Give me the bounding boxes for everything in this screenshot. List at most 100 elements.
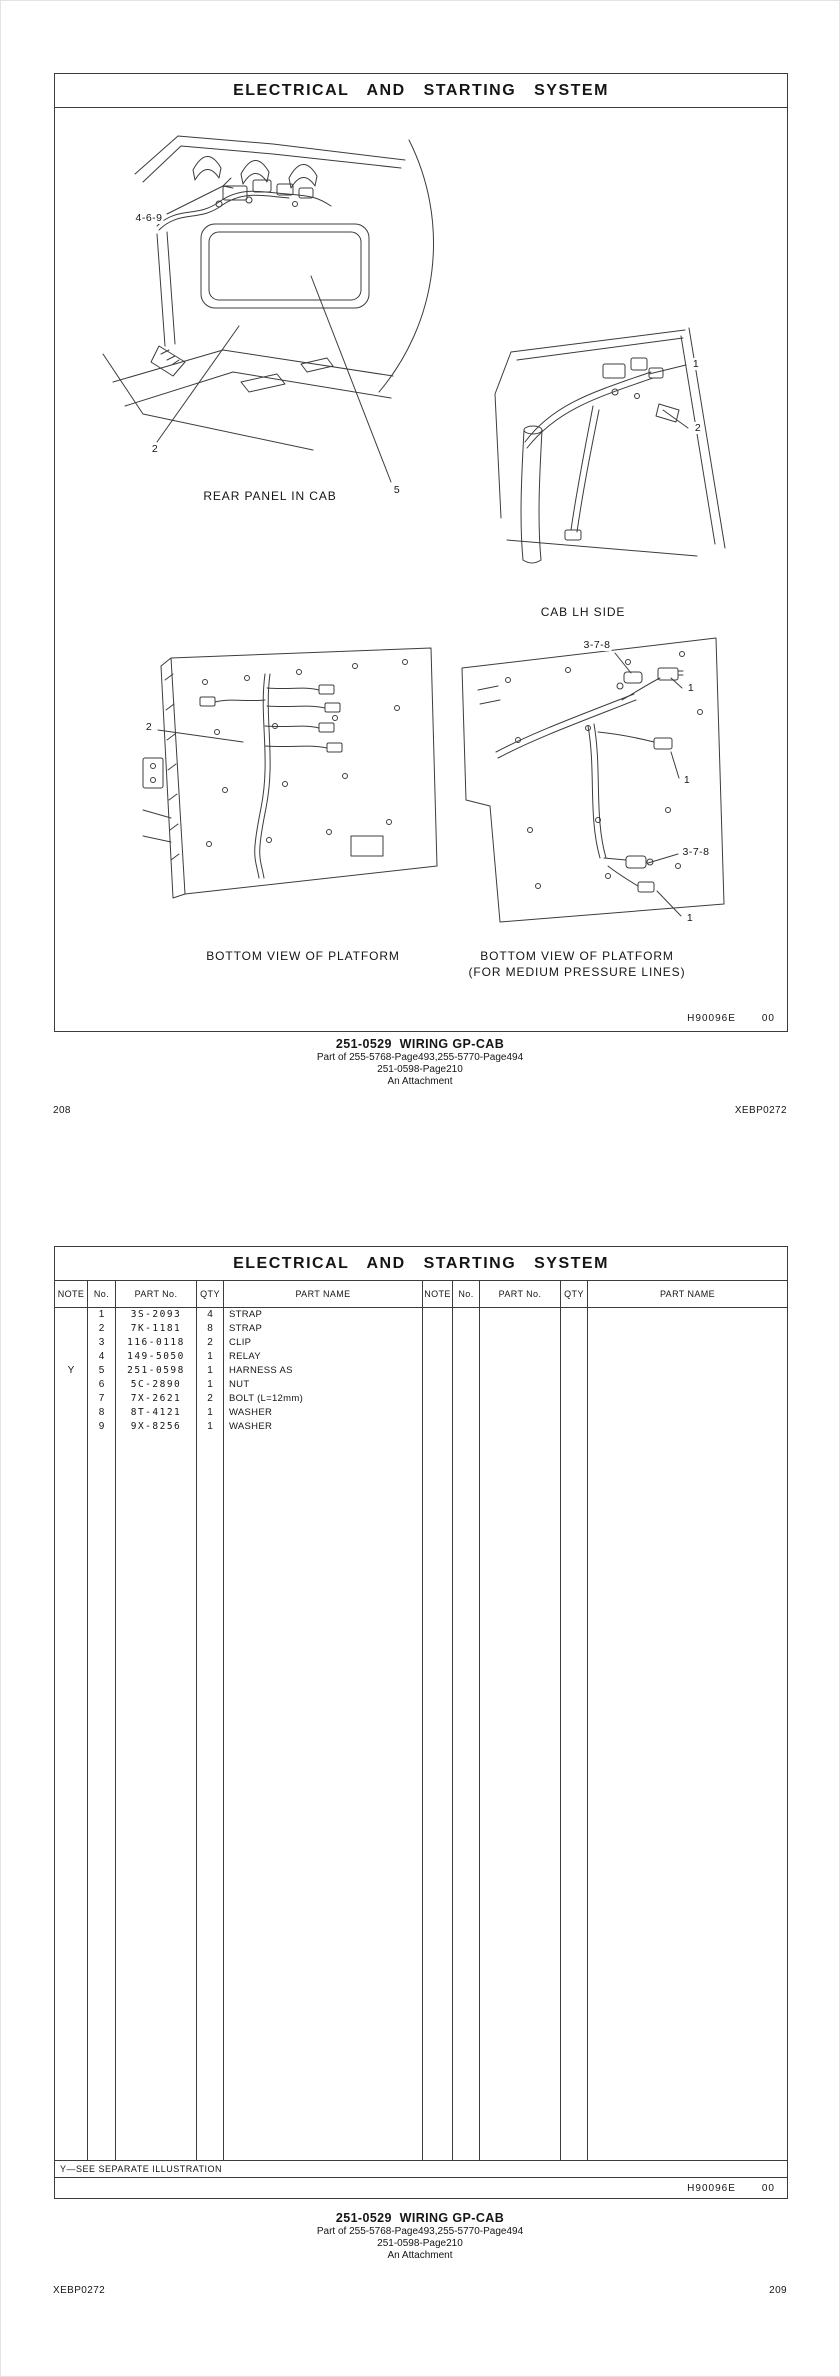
book-code: XEBP0272 bbox=[53, 2285, 106, 2296]
cell-note bbox=[55, 1308, 88, 1322]
empty-cell bbox=[561, 1350, 588, 1364]
empty-cell bbox=[480, 1322, 561, 1336]
cell-no: 2 bbox=[88, 1322, 116, 1336]
platform-bottom-illustration bbox=[142, 647, 438, 899]
empty-cell bbox=[197, 1434, 224, 2160]
callout-platform-2: 2 bbox=[144, 721, 154, 733]
empty-cell bbox=[453, 1364, 480, 1378]
empty-cell bbox=[453, 1434, 480, 2160]
caption-rear-panel: REAR PANEL IN CAB bbox=[203, 489, 337, 503]
cell-qty: 1 bbox=[197, 1420, 224, 1434]
table-filler bbox=[55, 1434, 787, 2160]
empty-cell bbox=[561, 1322, 588, 1336]
col-header-part-name-right: PART NAME bbox=[659, 1289, 716, 1299]
empty-cell bbox=[561, 1406, 588, 1420]
figure-subtitle-1: Part of 255-5768-Page493,255-5770-Page49… bbox=[316, 1052, 524, 1063]
cell-part-name: BOLT (L=12mm) bbox=[224, 1392, 423, 1406]
cell-part-name: WASHER bbox=[224, 1420, 423, 1434]
empty-cell bbox=[423, 1322, 453, 1336]
empty-cell bbox=[453, 1336, 480, 1350]
empty-cell bbox=[561, 1420, 588, 1434]
callout-rear-5: 5 bbox=[392, 484, 402, 496]
drawing-revision: 00 bbox=[761, 1013, 775, 1024]
empty-cell bbox=[453, 1322, 480, 1336]
col-header-qty: QTY bbox=[197, 1281, 224, 1307]
empty-cell bbox=[423, 1308, 453, 1322]
empty-cell bbox=[453, 1392, 480, 1406]
page-number: 208 bbox=[53, 1105, 71, 1116]
drawing-code: H90096E 00 bbox=[55, 2178, 787, 2198]
cell-part-no: 3S-2093 bbox=[116, 1308, 197, 1322]
cell-qty: 8 bbox=[197, 1322, 224, 1336]
cell-note bbox=[55, 1322, 88, 1336]
cell-part-name: RELAY bbox=[224, 1350, 423, 1364]
cab-lh-side-illustration bbox=[494, 327, 726, 564]
illustration-area: 4-6-9 2 5 1 2 2 3-7-8 1 1 3-7-8 1 REAR P… bbox=[55, 108, 787, 1031]
empty-cell bbox=[423, 1392, 453, 1406]
empty-cell bbox=[423, 1420, 453, 1434]
empty-cell bbox=[561, 1308, 588, 1322]
empty-cell bbox=[453, 1350, 480, 1364]
drawing-code: H90096E 00 bbox=[687, 1013, 775, 1024]
callout-378-top: 3-7-8 bbox=[582, 639, 612, 651]
cell-part-no: 8T-4121 bbox=[116, 1406, 197, 1420]
page-title: ELECTRICAL AND STARTING SYSTEM bbox=[55, 1247, 787, 1281]
col-header-part-no-right: PART No. bbox=[480, 1281, 561, 1307]
empty-cell bbox=[480, 1336, 561, 1350]
empty-cell bbox=[423, 1364, 453, 1378]
page-footer: XEBP0272 209 bbox=[1, 2285, 839, 2296]
empty-cell bbox=[480, 1308, 561, 1322]
cell-part-name: HARNESS AS bbox=[224, 1364, 423, 1378]
empty-cell bbox=[480, 1364, 561, 1378]
callout-4-6-9: 4-6-9 bbox=[134, 212, 164, 224]
cell-part-name: WASHER bbox=[224, 1406, 423, 1420]
empty-cell bbox=[423, 1378, 453, 1392]
empty-cell bbox=[88, 1434, 116, 2160]
drawing-revision: 00 bbox=[761, 2182, 775, 2194]
cell-part-name: CLIP bbox=[224, 1336, 423, 1350]
empty-cell bbox=[588, 1406, 787, 1420]
cell-qty: 4 bbox=[197, 1308, 224, 1322]
cell-qty: 1 bbox=[197, 1406, 224, 1420]
empty-cell bbox=[480, 1406, 561, 1420]
col-header-note: NOTE bbox=[55, 1281, 88, 1307]
empty-cell bbox=[423, 1406, 453, 1420]
book-code: XEBP0272 bbox=[734, 1105, 787, 1116]
figure-subtitle-2: 251-0598-Page210 bbox=[377, 1064, 463, 1075]
cell-part-no: 9X-8256 bbox=[116, 1420, 197, 1434]
page-title: ELECTRICAL AND STARTING SYSTEM bbox=[55, 74, 787, 108]
empty-cell bbox=[588, 1420, 787, 1434]
caption-platform-medium-line1: BOTTOM VIEW OF PLATFORM bbox=[480, 949, 674, 963]
empty-cell bbox=[224, 1434, 423, 2160]
empty-cell bbox=[588, 1364, 787, 1378]
cell-note bbox=[55, 1420, 88, 1434]
cell-no: 8 bbox=[88, 1406, 116, 1420]
empty-cell bbox=[423, 1434, 453, 2160]
empty-cell bbox=[480, 1392, 561, 1406]
empty-cell bbox=[480, 1420, 561, 1434]
drawing-number: H90096E bbox=[687, 2182, 736, 2194]
caption-platform: BOTTOM VIEW OF PLATFORM bbox=[206, 949, 400, 963]
empty-cell bbox=[588, 1322, 787, 1336]
empty-cell bbox=[561, 1364, 588, 1378]
cell-note bbox=[55, 1336, 88, 1350]
cell-part-no: 7K-1181 bbox=[116, 1322, 197, 1336]
col-header-no: No. bbox=[88, 1281, 116, 1307]
cell-part-no: 149-5050 bbox=[116, 1350, 197, 1364]
cell-note bbox=[55, 1350, 88, 1364]
figure-caption-block: 251-0529 WIRING GP-CAB Part of 255-5768-… bbox=[1, 2211, 839, 2261]
col-header-part-no: PART No. bbox=[116, 1281, 197, 1307]
page-footer: 208 XEBP0272 bbox=[1, 1105, 839, 1116]
empty-cell bbox=[453, 1420, 480, 1434]
cell-note bbox=[55, 1406, 88, 1420]
cell-no: 5 bbox=[88, 1364, 116, 1378]
parts-table-header: NOTE No. PART No. QTY PART NAME NOTE No.… bbox=[55, 1281, 787, 1308]
cell-part-name: STRAP bbox=[224, 1308, 423, 1322]
